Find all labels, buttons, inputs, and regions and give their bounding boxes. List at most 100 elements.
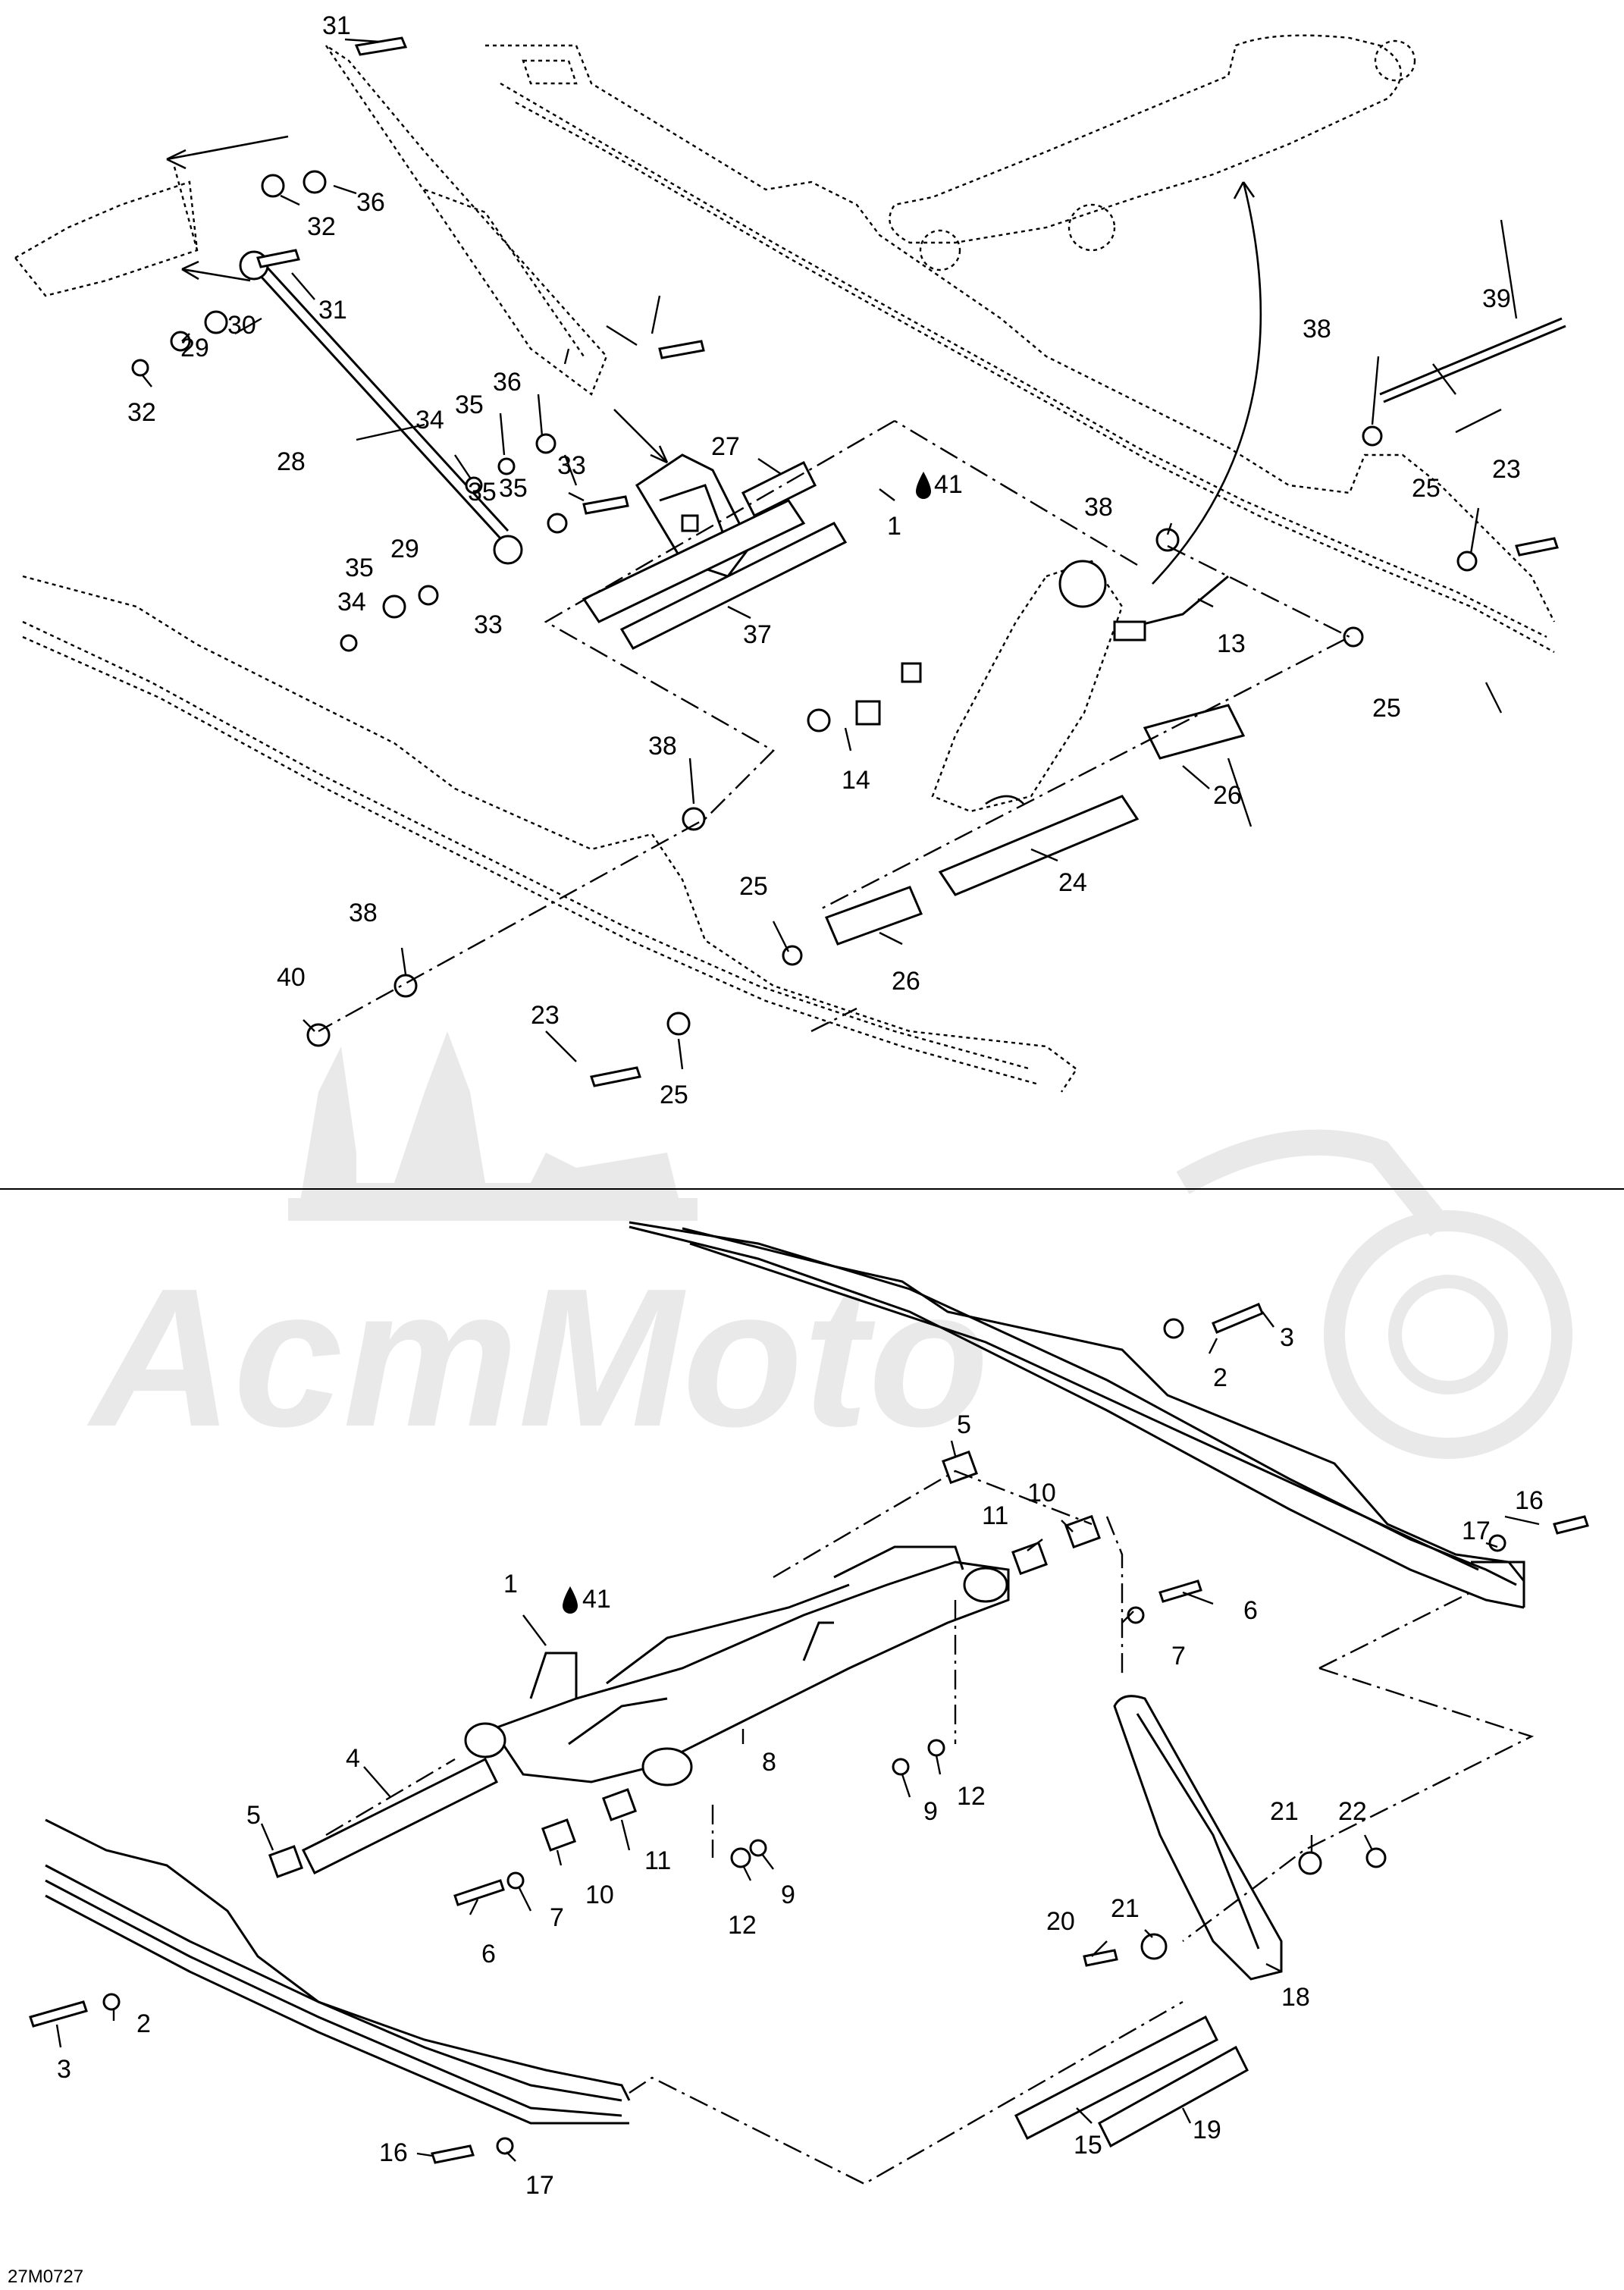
callout-label: 25 <box>1372 694 1401 723</box>
callout-label: 9 <box>923 1797 938 1826</box>
callout-label: 12 <box>728 1911 757 1940</box>
callout-label: 19 <box>1193 2116 1221 2144</box>
axle-39 <box>1379 317 1566 403</box>
axles-15-19 <box>1014 2015 1249 2148</box>
callout-label: 16 <box>379 2138 408 2167</box>
callout-label: 12 <box>957 1782 986 1811</box>
callout-label: 30 <box>227 311 256 340</box>
callout-label: 3 <box>1280 1323 1294 1352</box>
callout-label: 27 <box>711 432 740 461</box>
rear-shock <box>807 560 1229 813</box>
upper-arrows <box>166 135 1262 805</box>
callout-label: 6 <box>1243 1596 1258 1625</box>
callout-label: 31 <box>322 11 351 40</box>
callout-label: 5 <box>246 1801 261 1830</box>
callout-label: 32 <box>127 398 156 427</box>
callout-label: 33 <box>557 451 586 480</box>
callout-label: 9 <box>781 1881 795 1909</box>
callout-label: 15 <box>1074 2131 1102 2160</box>
callout-label: 23 <box>531 1001 560 1030</box>
upper-guide-lines <box>318 419 1352 1033</box>
callout-label: 2 <box>136 2009 151 2038</box>
watermark: AcmMoto <box>85 1031 1572 1468</box>
rear-shock-ghost <box>325 45 608 396</box>
callout-label: 29 <box>390 535 419 563</box>
callout-label: 25 <box>660 1081 688 1109</box>
callout-label: 41 <box>934 470 963 499</box>
axles-upper <box>582 460 848 650</box>
callout-label: 3 <box>57 2055 71 2084</box>
callout-label: 38 <box>349 899 378 927</box>
lower-fasteners <box>29 1303 1589 2164</box>
callout-label: 25 <box>739 872 768 901</box>
callout-label: 35 <box>468 478 497 507</box>
axles-lower <box>824 704 1246 946</box>
callout-label: 38 <box>1084 493 1113 522</box>
callout-label: 20 <box>1046 1907 1075 1936</box>
callout-label: 33 <box>474 610 503 639</box>
callout-label: 29 <box>180 334 209 362</box>
callout-label: 6 <box>481 1940 496 1968</box>
callout-label: 35 <box>499 474 528 503</box>
watermark-text: AcmMoto <box>85 1248 989 1468</box>
axle-4 <box>301 1757 499 1875</box>
left-rail <box>45 1818 631 2125</box>
callout-label: 26 <box>892 967 920 996</box>
upper-rail-ghost <box>485 44 1556 654</box>
callout-label: 41 <box>582 1585 611 1614</box>
callout-label: 21 <box>1111 1894 1140 1923</box>
callout-label: 24 <box>1058 868 1087 897</box>
upper-view: 31 36 32 31 30 29 32 28 34 35 36 35 33 3… <box>14 11 1566 1109</box>
callout-label: 36 <box>356 188 385 217</box>
oil-drop-icon <box>916 472 931 499</box>
callout-label: 34 <box>415 406 444 434</box>
callout-label: 35 <box>455 391 484 419</box>
rear-arm-ghost <box>14 166 199 297</box>
callout-label: 40 <box>277 963 306 992</box>
link-18 <box>1113 1695 1283 1981</box>
callout-label: 11 <box>982 1501 1008 1530</box>
callout-label: 10 <box>585 1881 614 1909</box>
callout-label: 32 <box>307 212 336 241</box>
callout-label: 1 <box>887 512 901 541</box>
callout-label: 23 <box>1492 455 1521 484</box>
callout-label: 10 <box>1027 1479 1056 1507</box>
callout-label: 31 <box>318 296 347 325</box>
callout-label: 26 <box>1213 781 1242 810</box>
lower-view: 2 3 5 11 10 16 17 6 7 1 41 4 8 12 9 5 11… <box>29 1221 1589 2200</box>
callout-label: 2 <box>1213 1363 1227 1392</box>
callout-label: 21 <box>1270 1797 1299 1826</box>
drawing-code: 27M0727 <box>8 2266 83 2287</box>
callout-label: 17 <box>525 2171 554 2200</box>
callout-label: 35 <box>345 554 374 582</box>
callout-label: 1 <box>503 1570 518 1598</box>
lower-bushings <box>268 1450 1101 1878</box>
oil-drop-icon <box>563 1586 578 1614</box>
callout-label: 39 <box>1482 284 1511 313</box>
callout-label: 36 <box>493 368 522 397</box>
callout-label: 16 <box>1515 1486 1544 1515</box>
lower-leaders <box>55 1311 1540 2162</box>
callout-label: 11 <box>644 1846 671 1875</box>
callout-label: 8 <box>762 1748 776 1777</box>
callout-label: 7 <box>1171 1642 1186 1670</box>
callout-label: 4 <box>346 1744 360 1773</box>
callout-label: 28 <box>277 447 306 476</box>
front-arm-ghost <box>889 34 1416 271</box>
upper-fasteners <box>131 36 1559 1087</box>
callout-label: 34 <box>337 588 366 616</box>
right-rail <box>629 1221 1525 1609</box>
callout-label: 38 <box>1303 315 1331 344</box>
front-arm <box>464 1545 1010 1787</box>
upper-leaders <box>142 38 1518 1070</box>
callout-label: 25 <box>1412 474 1441 503</box>
callout-label: 5 <box>957 1410 971 1439</box>
callout-label: 38 <box>648 732 677 761</box>
callout-label: 17 <box>1462 1517 1491 1545</box>
callout-label: 13 <box>1217 629 1246 658</box>
callout-label: 37 <box>743 620 772 649</box>
callout-label: 22 <box>1338 1797 1367 1826</box>
callout-label: 14 <box>842 766 870 795</box>
callout-label: 18 <box>1281 1983 1310 2012</box>
